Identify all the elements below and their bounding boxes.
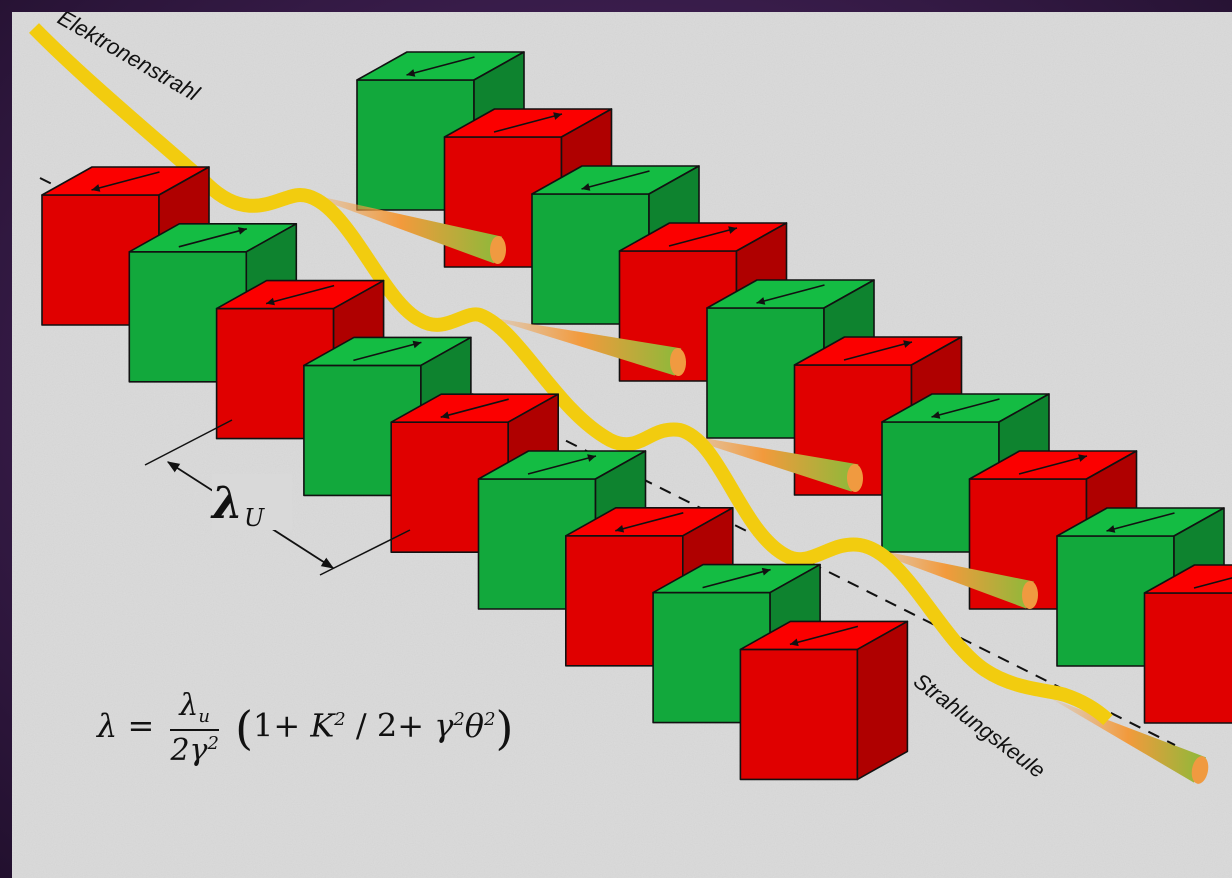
term-k: K [310, 706, 335, 745]
magnetization-arrow-icon [1106, 512, 1175, 532]
radiation-cone [668, 432, 864, 492]
dimension-extension-right [319, 529, 411, 576]
equation-numerator: λu [170, 688, 219, 731]
equation-denominator: 2γ2 [170, 731, 218, 768]
radiation-cone [1050, 698, 1209, 784]
open-paren: ( [235, 701, 254, 755]
term-k-exponent: 2 [334, 708, 346, 730]
period-dimension: λ U [144, 419, 411, 576]
magnetization-arrow-icon [353, 341, 422, 362]
back-magnet-block [1143, 564, 1232, 724]
term-theta-exponent: 2 [484, 708, 496, 730]
magnetization-arrow-icon [702, 568, 771, 589]
equation-lhs: λ [97, 706, 118, 745]
diagram-panel: λ U Elektronenstrahl Strahlungskeule λ =… [12, 12, 1232, 878]
front-magnet-block [739, 620, 909, 781]
equation-equals: = [127, 706, 155, 745]
numerator-lambda: λ [179, 688, 199, 723]
radiation-cone [300, 192, 507, 264]
magnetization-arrow-icon [1018, 455, 1088, 475]
denominator-exponent: 2 [207, 733, 219, 754]
equation-fraction: λu 2γ2 [170, 688, 219, 768]
magnetization-arrow-icon [615, 512, 684, 532]
magnetization-arrow-icon [668, 227, 738, 247]
period-symbol: λ [210, 478, 243, 529]
electron-beam [29, 23, 1113, 726]
magnetization-arrow-icon [91, 171, 160, 191]
dimension-label-backing [212, 474, 292, 530]
term-gamma: γ [434, 706, 454, 745]
magnetization-arrow-icon [493, 113, 563, 133]
magnetization-arrow-icon [440, 398, 509, 418]
numerator-subscript: u [198, 706, 210, 727]
close-paren: ) [495, 701, 514, 755]
magnetization-arrow-icon [756, 284, 825, 304]
magnetization-arrow-icon [178, 228, 248, 248]
period-subscript: U [244, 504, 265, 532]
term-one: 1+ [253, 706, 311, 745]
back-magnet-row [356, 51, 1232, 724]
magnetization-arrow-icon [789, 625, 859, 646]
term-gamma-exponent: 2 [453, 708, 465, 730]
magnetization-arrow-icon [527, 455, 597, 475]
term-theta: θ [464, 706, 485, 745]
magnetization-arrow-icon [406, 56, 475, 76]
radiation-cones [300, 192, 1209, 784]
magnetization-arrow-icon [1193, 577, 1232, 589]
magnetization-arrow-icon [931, 398, 1000, 418]
magnetization-arrow-icon [265, 284, 335, 305]
denominator-gamma: 2γ [170, 733, 208, 768]
magnetization-arrow-icon [581, 170, 650, 190]
radiation-cone [482, 316, 687, 376]
dimension-extension-left [144, 419, 233, 466]
term-half: / 2+ [345, 706, 435, 745]
radiation-cone [858, 546, 1039, 609]
undulator-equation: λ = λu 2γ2 (1+ K2 / 2+ γ2θ2) [97, 688, 513, 768]
magnetization-arrow-icon [843, 341, 913, 361]
undulator-diagram: λ U Elektronenstrahl Strahlungskeule [12, 12, 1232, 878]
